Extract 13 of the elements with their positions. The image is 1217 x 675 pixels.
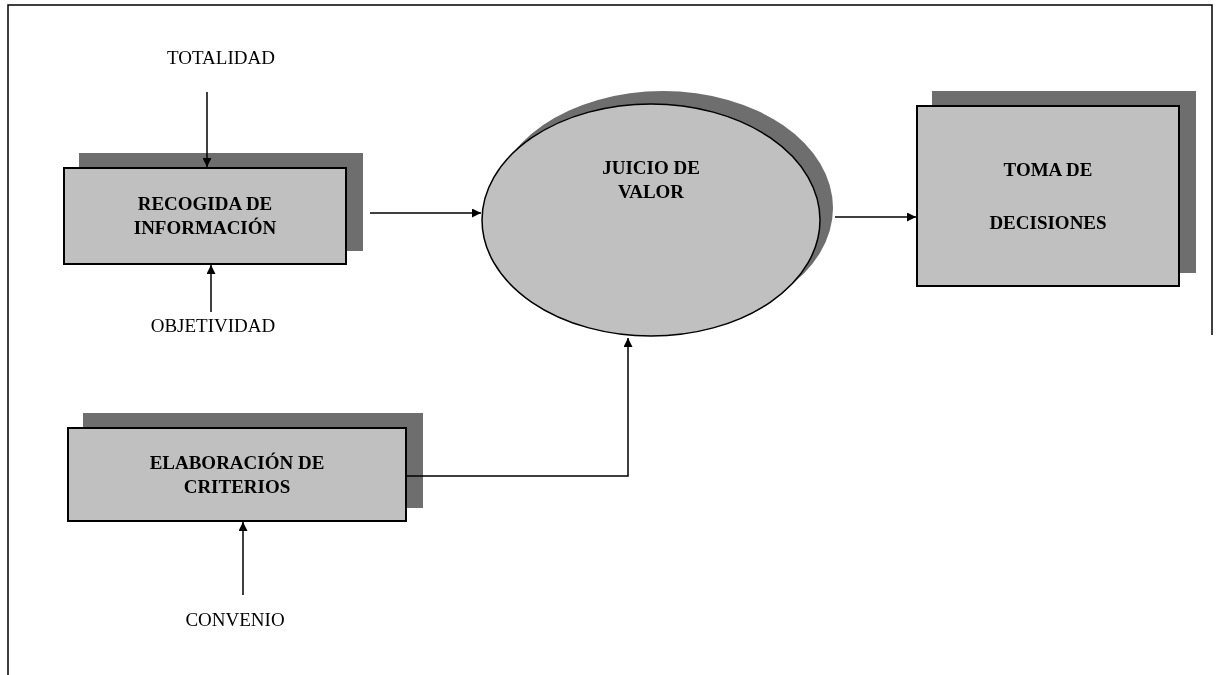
input-label: OBJETIVIDAD	[150, 314, 276, 338]
arrow	[834, 212, 917, 222]
input-label: CONVENIO	[185, 608, 285, 632]
arrow	[369, 208, 482, 218]
input-label: TOTALIDAD	[167, 46, 275, 70]
arrow	[206, 264, 216, 313]
node-label: ELABORACIÓN DE CRITERIOS	[148, 450, 326, 499]
arrow	[238, 521, 248, 596]
node-label: TOMA DE DECISIONES	[988, 158, 1108, 235]
arrow	[406, 337, 633, 477]
node-label: JUICIO DE VALOR	[601, 156, 701, 204]
node-label: RECOGIDA DE INFORMACIÓN	[132, 192, 278, 240]
arrow	[202, 91, 212, 168]
